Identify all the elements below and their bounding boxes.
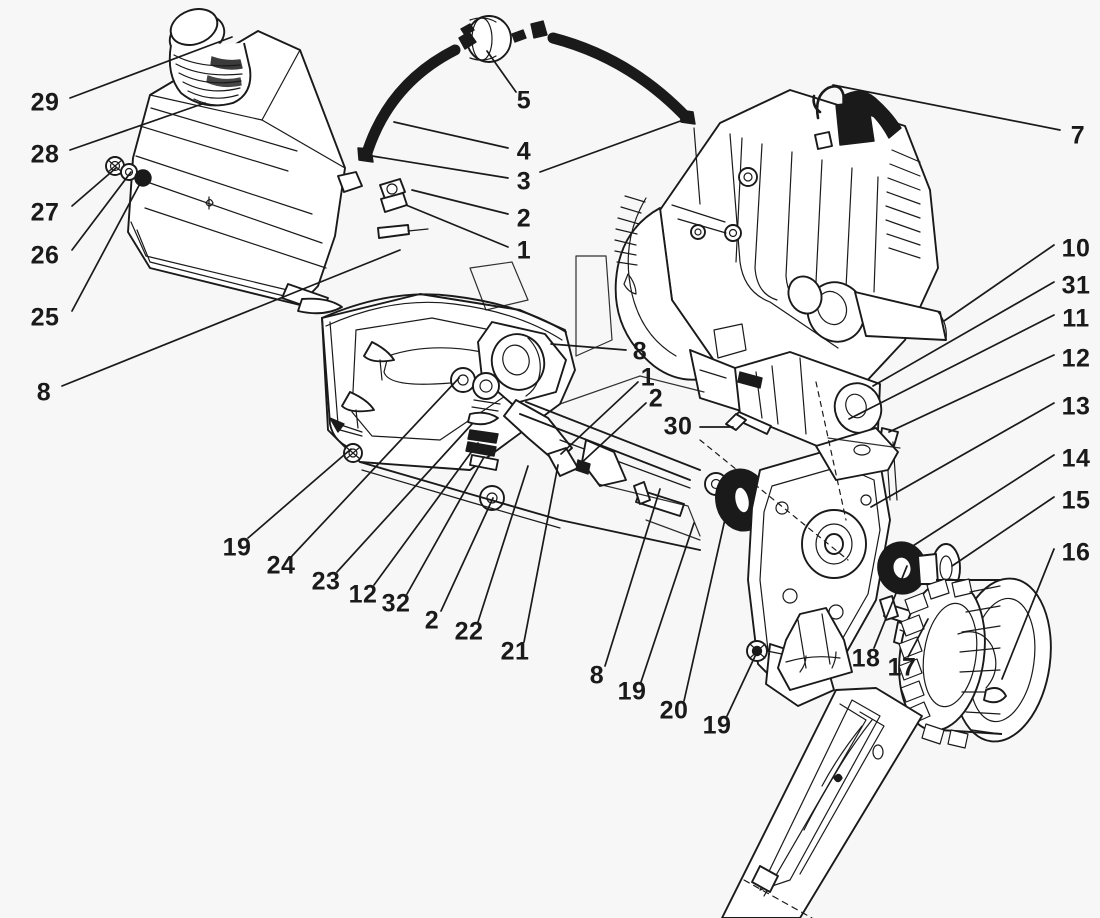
leader-line (848, 314, 1055, 420)
leader-line (943, 244, 1055, 322)
callout-number: 8 (632, 337, 648, 366)
leader-line (486, 50, 517, 93)
leader-line (550, 343, 627, 351)
leader-line (440, 497, 494, 612)
callout-number: 5 (516, 86, 532, 115)
leader-line (523, 464, 559, 643)
leader-lines (61, 36, 1061, 717)
callout-number: 13 (1061, 392, 1091, 421)
leader-line (393, 121, 509, 149)
leader-line (365, 154, 509, 179)
output-shaft (854, 291, 947, 341)
leader-line (873, 565, 908, 649)
leader-line (683, 496, 731, 702)
callout-number: 16 (1061, 538, 1091, 567)
callout-number: 20 (659, 696, 689, 725)
callout-number: 25 (30, 303, 60, 332)
leader-line (247, 448, 352, 539)
leader-line (61, 249, 401, 387)
fuel-line (360, 32, 693, 162)
callout-number: 7 (1070, 121, 1086, 150)
leader-line (726, 651, 758, 717)
callout-number: 22 (454, 617, 484, 646)
bolt-stack (450, 367, 501, 471)
callout-number: 27 (30, 198, 60, 227)
leader-line (71, 167, 117, 207)
callout-number: 21 (500, 637, 530, 666)
tread-blocks (959, 585, 1001, 735)
callout-number: 18 (851, 644, 881, 673)
callout-number: 28 (30, 140, 60, 169)
leader-line (951, 496, 1055, 567)
leader-line (336, 423, 473, 573)
leader-line (577, 402, 647, 467)
callout-number: 30 (663, 412, 693, 441)
leader-line (71, 177, 144, 312)
callout-number: 15 (1061, 486, 1091, 515)
callout-number: 1 (640, 363, 656, 392)
leader-line (872, 281, 1055, 387)
chassis-frame (321, 293, 728, 551)
inline-fuel-filter (466, 15, 512, 63)
callout-number: 4 (516, 137, 532, 166)
callout-number: 26 (30, 241, 60, 270)
callout-number: 12 (348, 580, 378, 609)
leader-line (870, 402, 1055, 508)
engine-block (614, 85, 947, 425)
leader-line (411, 189, 509, 215)
leader-line (373, 442, 479, 586)
leader-line (406, 456, 485, 595)
callout-number: 24 (266, 551, 296, 580)
leader-line (69, 102, 206, 151)
callout-number: 19 (702, 711, 732, 740)
callout-number: 2 (648, 384, 664, 413)
side-fins (885, 149, 921, 259)
leader-line (832, 84, 1061, 131)
blade-bracket (777, 607, 853, 691)
callout-number: 8 (589, 661, 605, 690)
callout-number: 2 (424, 606, 440, 635)
starter-motor (725, 351, 899, 501)
callout-number: 31 (1061, 271, 1091, 300)
leader-line (907, 618, 929, 658)
callout-number: 8 (36, 378, 52, 407)
callout-number: 10 (1061, 234, 1091, 263)
callout-number: 19 (617, 677, 647, 706)
gear-teeth (898, 578, 973, 749)
leader-line (888, 354, 1055, 433)
bolt-30 (725, 411, 772, 435)
leader-line (405, 204, 509, 248)
callout-number: 19 (222, 533, 252, 562)
leader-line (69, 36, 233, 99)
fan-slots (614, 195, 646, 266)
callout-number: 2 (516, 204, 532, 233)
callout-number: 32 (381, 589, 411, 618)
leader-line (1001, 548, 1055, 680)
leader-line (560, 381, 639, 455)
callout-number: 11 (1062, 304, 1090, 333)
callout-number: 12 (1061, 344, 1091, 373)
callout-number: 17 (887, 653, 917, 682)
callout-number: 23 (311, 567, 341, 596)
leader-line (291, 377, 460, 557)
leader-line (71, 171, 132, 251)
callout-number: 1 (516, 236, 532, 265)
callout-number: 29 (30, 88, 60, 117)
fuel-tank (127, 8, 429, 315)
leader-line (477, 465, 529, 623)
construction-lines (469, 255, 901, 541)
leader-line (539, 118, 687, 173)
callout-number: 3 (516, 167, 532, 196)
leader-line (640, 522, 695, 683)
leader-line (604, 488, 661, 667)
callout-number: 14 (1061, 444, 1091, 473)
leader-line (904, 454, 1055, 552)
blade-skid (721, 687, 923, 918)
